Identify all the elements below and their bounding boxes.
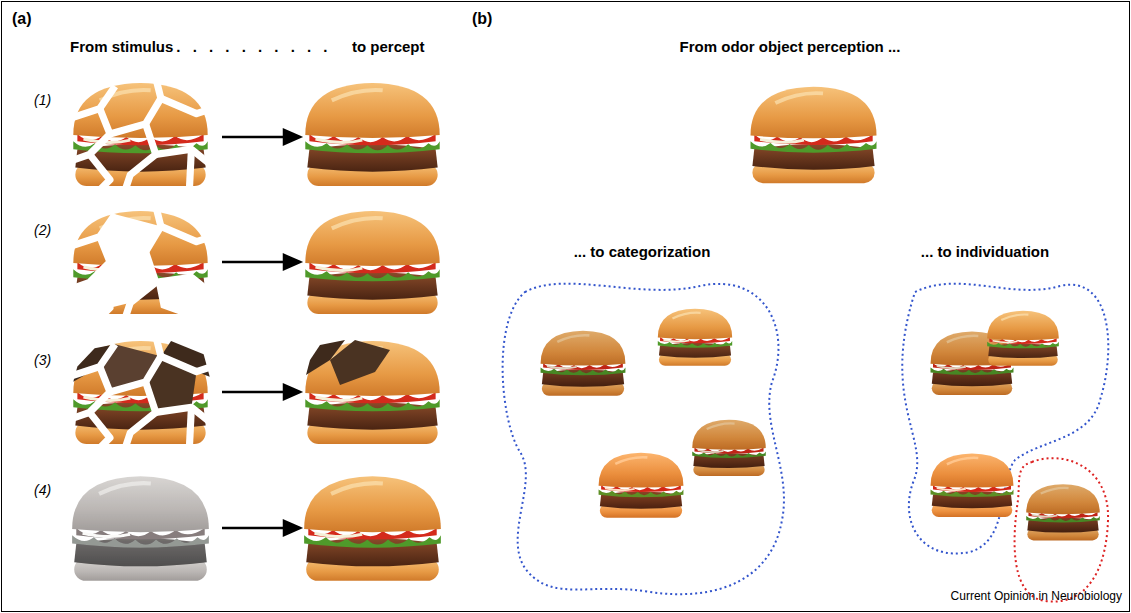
row-number: (2) bbox=[34, 222, 51, 238]
category-outline bbox=[503, 284, 784, 595]
row-number: (3) bbox=[34, 352, 51, 368]
panel-letter: (b) bbox=[472, 10, 492, 28]
dotted-leader: . . . . . . . . . . . bbox=[160, 38, 332, 55]
row-number: (1) bbox=[34, 92, 51, 108]
panel-heading: From odor object perception ... bbox=[680, 38, 901, 55]
panel-heading: ... to individuation bbox=[921, 243, 1049, 260]
column-heading: From stimulus bbox=[70, 38, 173, 55]
individual-outline bbox=[1015, 458, 1109, 601]
category-outline bbox=[902, 284, 1108, 554]
panel-heading: ... to categorization bbox=[574, 243, 711, 260]
row-number: (4) bbox=[34, 482, 51, 498]
panel-letter: (a) bbox=[12, 10, 32, 28]
journal-credit: Current Opinion in Neurobiology bbox=[951, 590, 1122, 604]
arrows bbox=[222, 130, 300, 535]
column-heading: to percept bbox=[352, 38, 425, 55]
